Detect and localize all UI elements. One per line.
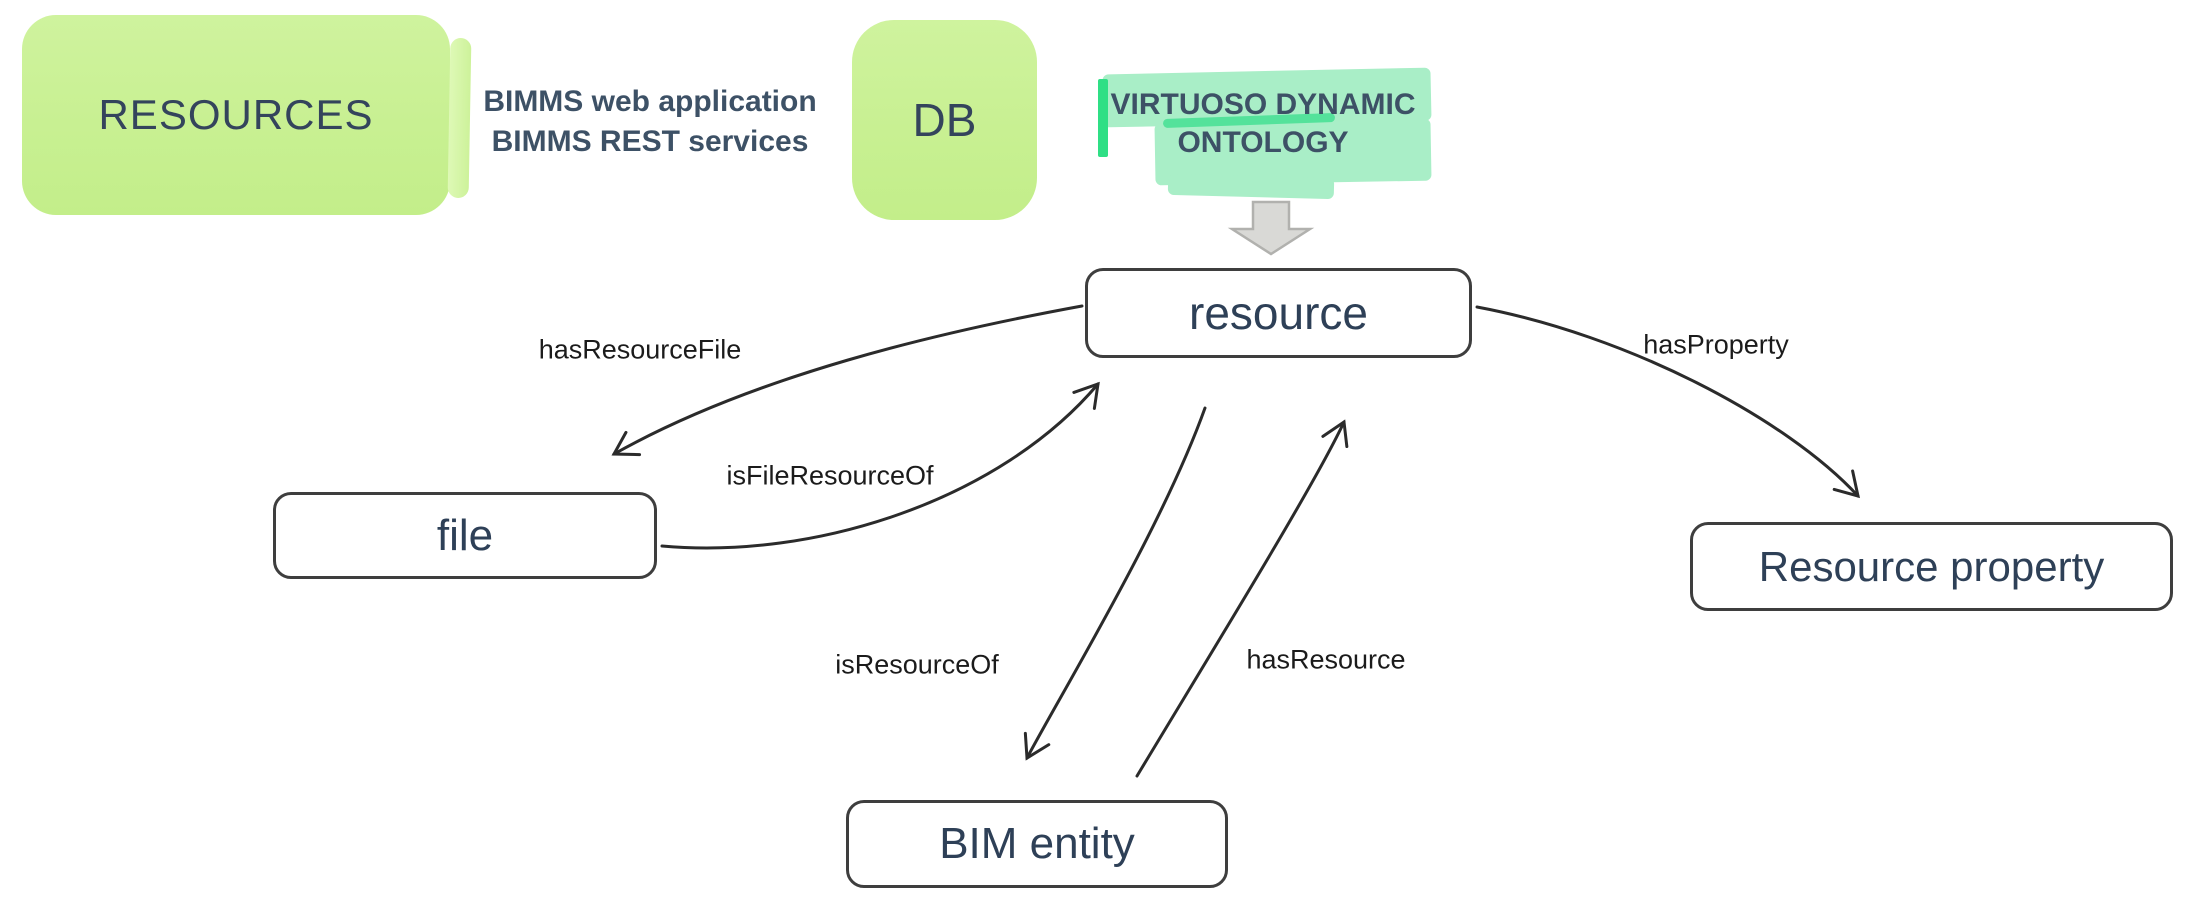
db-box: DB: [852, 20, 1037, 220]
highlight-accent-tick: [1098, 79, 1108, 157]
node-resource: resource: [1085, 268, 1472, 358]
edge-label-isresourceof: isResourceOf: [835, 649, 999, 680]
edge-label-hasresourcefile: hasResourceFile: [538, 334, 742, 365]
edge-isresourceof-arrow: [1023, 406, 1207, 761]
bimms-caption: BIMMS web application BIMMS REST service…: [480, 82, 820, 162]
node-bim-entity: BIM entity: [846, 800, 1228, 888]
edge-hasresource-arrow: [1135, 419, 1349, 778]
bimms-caption-line2: BIMMS REST services: [491, 125, 809, 158]
edge-label-hasresource: hasResource: [1246, 644, 1406, 675]
ontology-note-line1: VIRTUOSO DYNAMIC: [1110, 88, 1416, 121]
edge-hasresourcefile-arrow: [611, 304, 1084, 457]
node-file-label: file: [436, 510, 494, 560]
resources-label: RESOURCES: [98, 91, 374, 138]
ontology-note: VIRTUOSO DYNAMIC ONTOLOGY: [1108, 86, 1418, 162]
edge-label-hasproperty: hasProperty: [1643, 329, 1789, 360]
edge-label-isfileresourceof: isFileResourceOf: [726, 460, 934, 491]
node-resource-property: Resource property: [1690, 522, 2173, 611]
down-block-arrow-icon: [1227, 200, 1315, 256]
node-resource-property-label: Resource property: [1758, 542, 2105, 590]
node-bim-entity-label: BIM entity: [939, 819, 1135, 868]
ontology-note-line2: ONTOLOGY: [1177, 126, 1349, 159]
node-resource-label: resource: [1189, 287, 1368, 339]
edge-hasproperty-arrow: [1475, 305, 1860, 499]
db-label: DB: [912, 94, 977, 146]
resources-box: RESOURCES: [22, 15, 450, 215]
node-file: file: [273, 492, 657, 579]
edge-isfileresourceof-arrow: [660, 381, 1100, 550]
bimms-caption-line1: BIMMS web application: [483, 85, 817, 118]
